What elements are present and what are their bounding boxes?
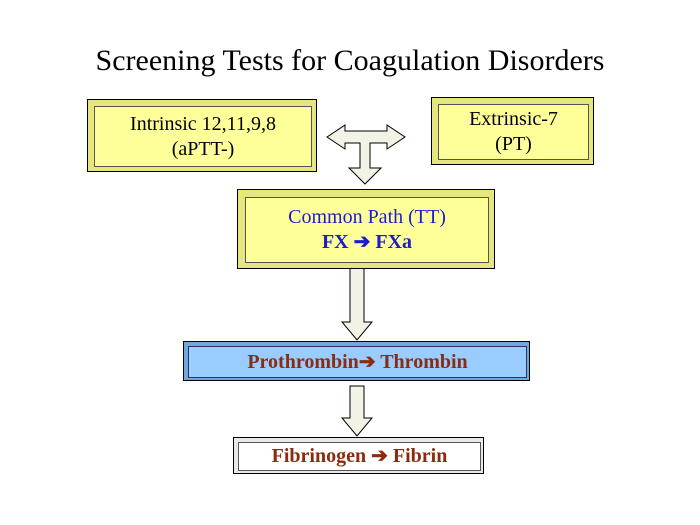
intrinsic-test: (aPTT-) — [171, 137, 235, 160]
thrombin-label: Thrombin — [380, 350, 468, 373]
common-path-reaction: FX ➔ FXa — [322, 230, 412, 255]
common-path-box: Common Path (TT) FX ➔ FXa — [237, 189, 495, 269]
prothrombin-label: Prothrombin — [247, 350, 359, 373]
fxa-label: FXa — [375, 231, 413, 253]
fibrinogen-reaction: Fibrinogen ➔ Fibrin — [272, 444, 448, 469]
slide-title: Screening Tests for Coagulation Disorder… — [95, 44, 605, 77]
down-arrow-prothrombin-to-fibrinogen — [340, 385, 374, 437]
intrinsic-label: Intrinsic 12,11,9,8 — [130, 112, 276, 135]
fibrin-label: Fibrin — [392, 445, 448, 467]
arrow-right-icon: ➔ — [371, 445, 388, 467]
fibrinogen-box: Fibrinogen ➔ Fibrin — [233, 437, 484, 474]
common-path-label: Common Path (TT) — [288, 206, 446, 228]
prothrombin-box: Prothrombin➔ Thrombin — [183, 341, 530, 381]
extrinsic-test: (PT) — [495, 133, 532, 155]
arrow-right-icon: ➔ — [353, 231, 371, 253]
extrinsic-label: Extrinsic-7 — [469, 108, 558, 130]
arrow-right-icon: ➔ — [358, 350, 376, 373]
intrinsic-box: Intrinsic 12,11,9,8 (aPTT-) — [87, 99, 317, 172]
down-arrow-common-to-prothrombin — [340, 267, 374, 341]
t-junction-arrow — [326, 124, 406, 185]
fibrinogen-label: Fibrinogen — [271, 445, 367, 467]
prothrombin-reaction: Prothrombin➔ Thrombin — [247, 350, 467, 375]
extrinsic-box: Extrinsic-7 (PT) — [431, 97, 594, 165]
fx-label: FX — [321, 231, 349, 253]
